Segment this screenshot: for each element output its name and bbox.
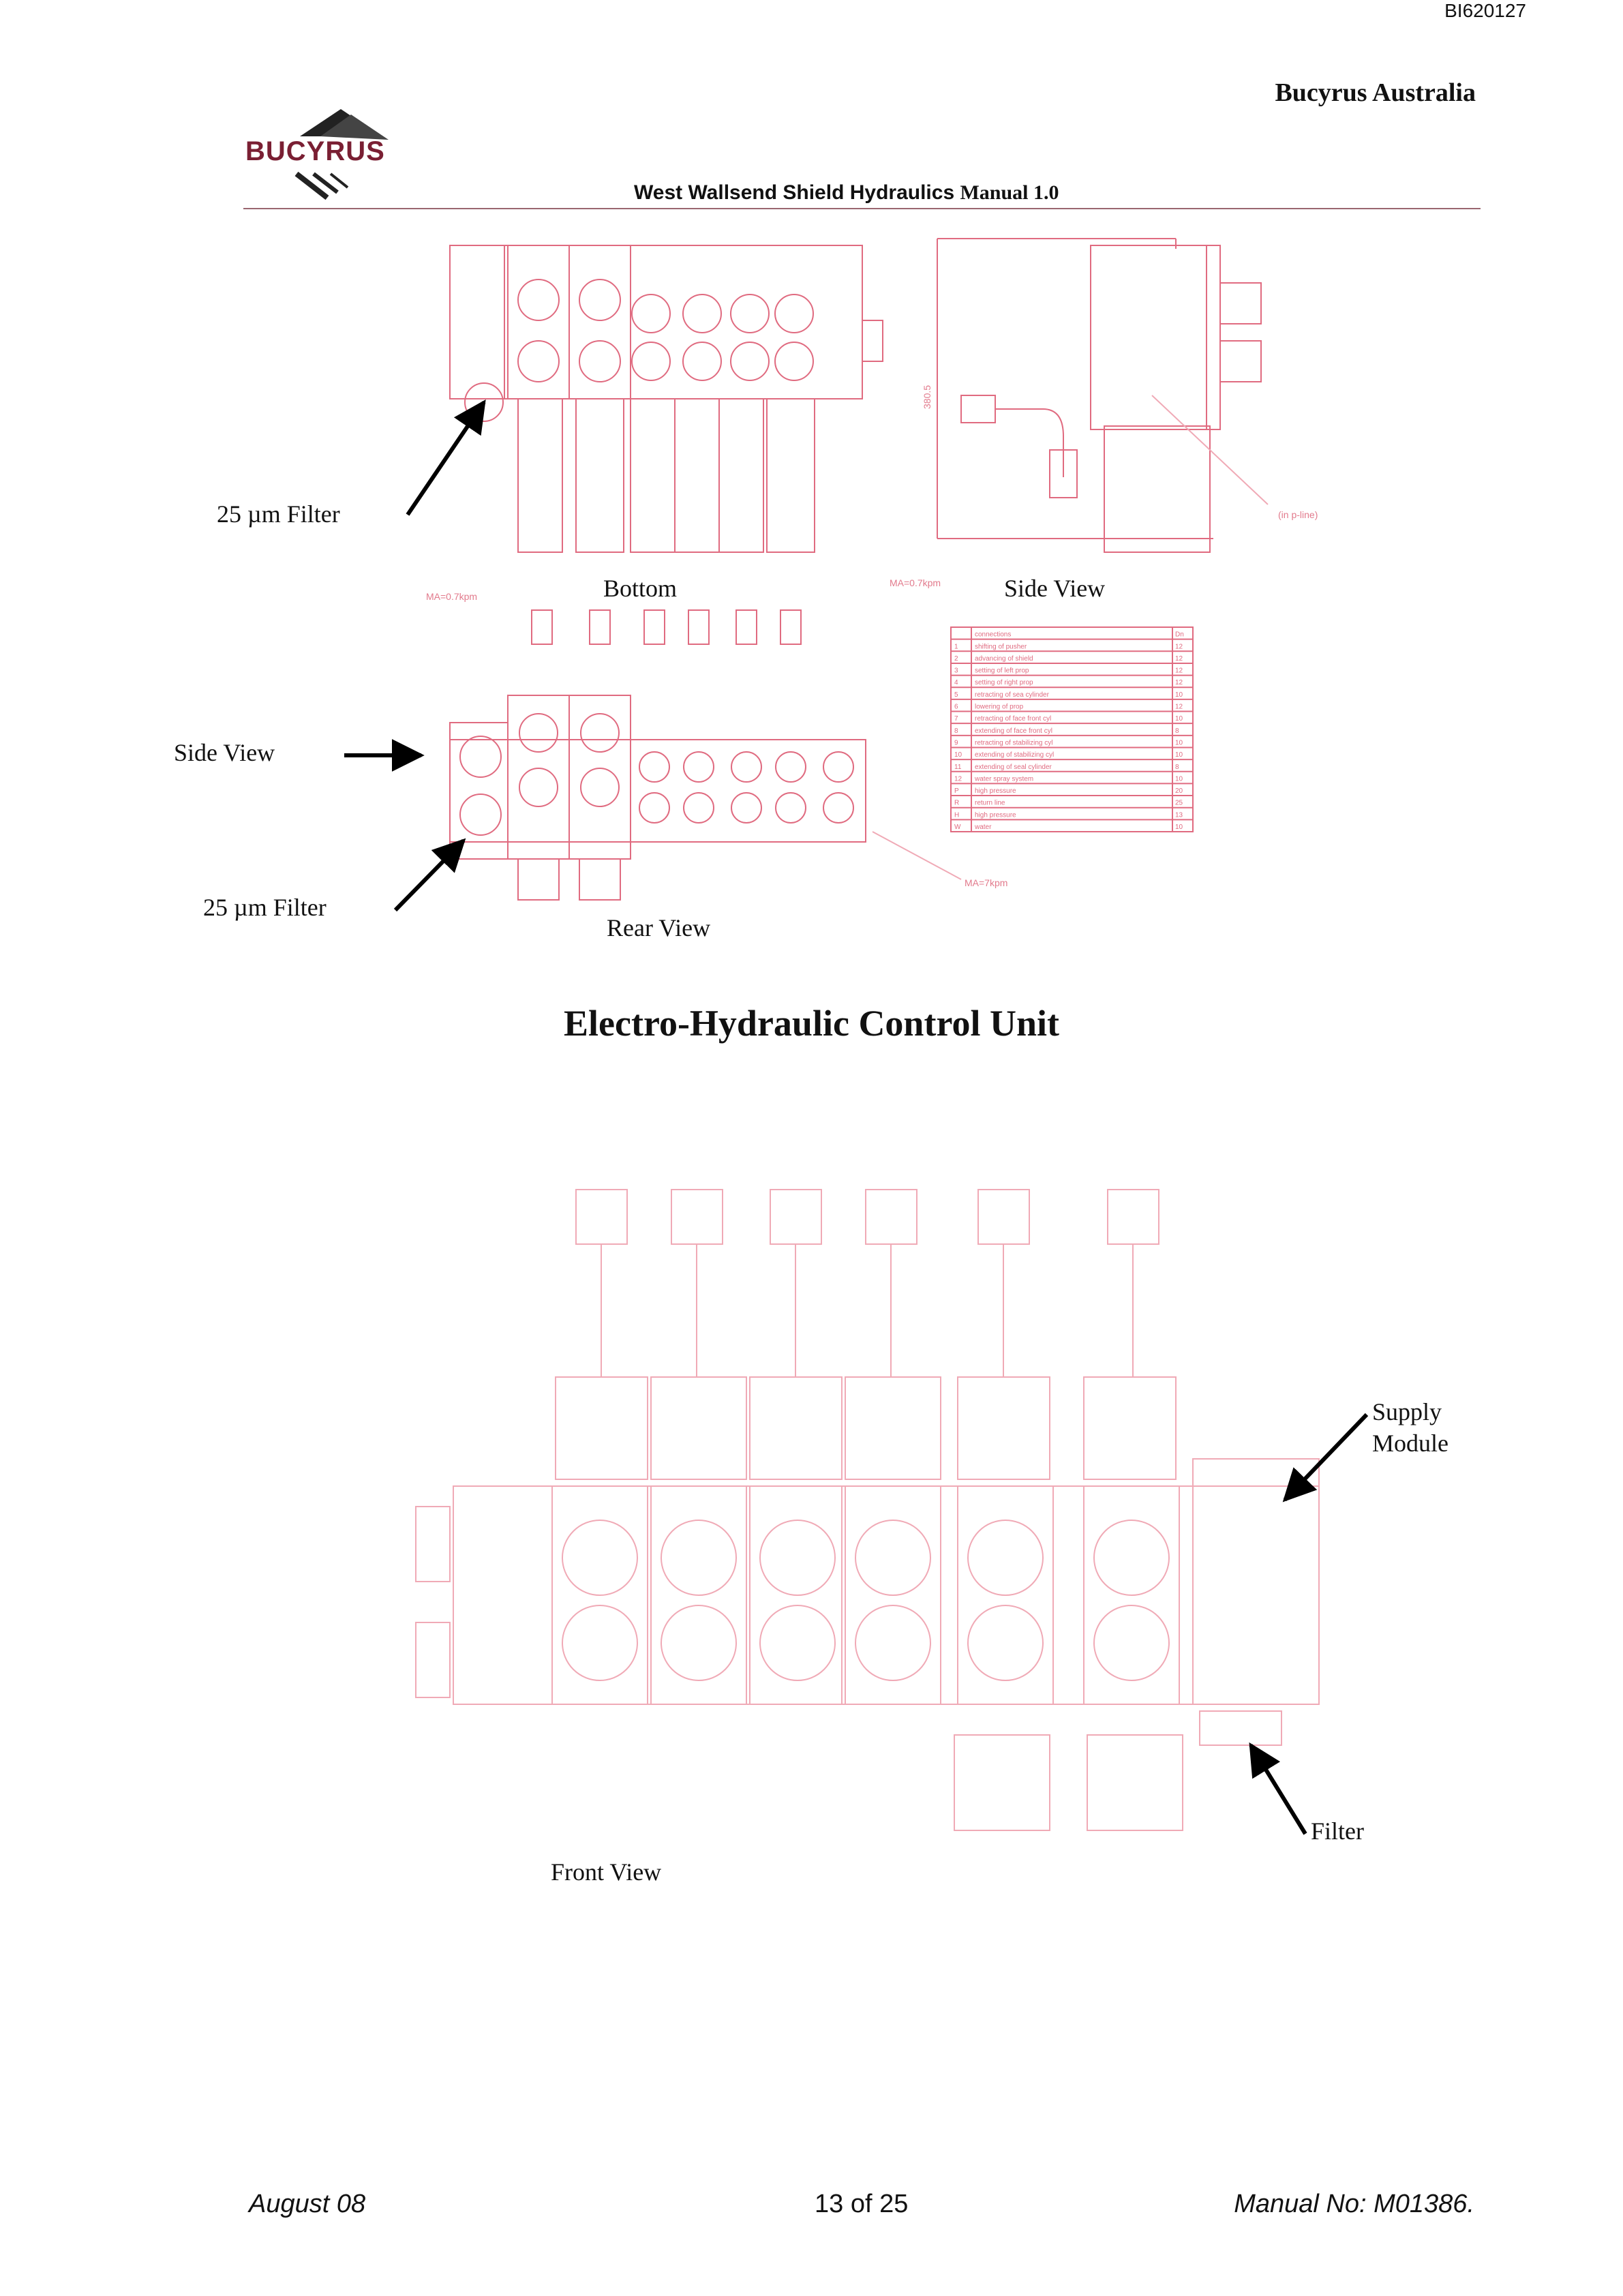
table-cell: 12 xyxy=(1175,655,1183,663)
table-cell: high pressure xyxy=(975,811,1016,819)
table-cell: retracting of sea cylinder xyxy=(975,691,1050,699)
table-cell: 3 xyxy=(954,667,958,675)
table-cell: 10 xyxy=(1175,691,1183,699)
bottom-view-drawing: MA=0.7kpm MA=0.7kpm xyxy=(426,245,941,602)
rear-view-drawing: MA=7kpm xyxy=(449,609,1007,901)
header-rule xyxy=(243,208,1481,209)
footer-page-number: 13 of 25 xyxy=(815,2190,909,2218)
ma-mid-label: MA=0.7kpm xyxy=(890,577,941,588)
table-cell: retracting of face front cyl xyxy=(975,715,1051,723)
table-cell: 1 xyxy=(954,643,958,650)
logo-text: BUCYRUS xyxy=(245,136,385,166)
callout-arrows xyxy=(344,399,1369,1835)
table-cell: 12 xyxy=(1175,679,1183,686)
table-cell: 8 xyxy=(1175,764,1179,771)
table-cell: 11 xyxy=(954,764,962,771)
company-name: Bucyrus Australia xyxy=(1275,78,1476,107)
table-cell: 10 xyxy=(1175,751,1183,759)
table-cell: 25 xyxy=(1175,800,1183,807)
table-cell: 5 xyxy=(954,691,958,699)
bottom-label: Bottom xyxy=(603,575,678,602)
table-cell: shifting of pusher xyxy=(975,643,1027,650)
side-view-drawing: (in p-line) 380.5 xyxy=(922,238,1318,553)
section-title: Electro-Hydraulic Control Unit xyxy=(564,1003,1059,1044)
table-cell: 9 xyxy=(954,739,958,746)
document-id: BI620127 xyxy=(1444,0,1526,21)
table-cell: R xyxy=(954,800,959,807)
manual-title-text: West Wallsend Shield Hydraulics xyxy=(634,181,955,204)
side-view-label-left: Side View xyxy=(174,739,275,766)
rear-view-label: Rear View xyxy=(607,914,711,941)
table-cell: 7 xyxy=(954,715,958,723)
filter-label: Filter xyxy=(1311,1817,1364,1845)
table-cell: 20 xyxy=(1175,787,1183,795)
table-cell: return line xyxy=(975,800,1005,807)
table-cell: water spray system xyxy=(974,775,1033,783)
table-cell: P xyxy=(954,787,959,795)
table-cell: 8 xyxy=(954,727,958,735)
table-cell: Dn xyxy=(1175,631,1184,639)
table-cell: retracting of stabilizing cyl xyxy=(975,739,1053,746)
table-cell: H xyxy=(954,811,959,819)
supply-module-label: Supply Module xyxy=(1372,1398,1448,1457)
bucyrus-logo-icon xyxy=(294,109,389,200)
table-cell: extending of stabilizing cyl xyxy=(975,751,1054,759)
table-cell: advancing of shield xyxy=(975,655,1033,663)
footer-manual-number: Manual No: M01386. xyxy=(1234,2190,1474,2218)
table-cell: W xyxy=(954,824,961,831)
table-cell: 8 xyxy=(1175,727,1179,735)
filter-label-top: 25 µm Filter xyxy=(217,500,340,528)
table-cell: 12 xyxy=(954,775,962,783)
table-cell: 10 xyxy=(1175,775,1183,783)
table-cell: 4 xyxy=(954,679,958,686)
table-cell: connections xyxy=(975,631,1011,639)
table-cell: 2 xyxy=(954,655,958,663)
table-cell: 6 xyxy=(954,704,958,711)
table-cell: setting of left prop xyxy=(975,667,1029,675)
side-view-label-right: Side View xyxy=(1004,575,1106,602)
table-cell: extending of seal cylinder xyxy=(975,764,1052,771)
filter-label-bottom: 25 µm Filter xyxy=(203,894,327,921)
manual-title: West Wallsend Shield Hydraulics Manual 1… xyxy=(634,181,1059,205)
dimension-label: 380.5 xyxy=(922,385,932,409)
table-cell: 12 xyxy=(1175,643,1183,650)
ma-rear-label: MA=7kpm xyxy=(965,877,1007,888)
footer-date: August 08 xyxy=(249,2190,366,2218)
ma-left-label: MA=0.7kpm xyxy=(426,591,477,602)
table-cell: 12 xyxy=(1175,667,1183,675)
front-view-label: Front View xyxy=(551,1858,662,1886)
table-cell: water xyxy=(974,824,992,831)
in-p-line-label: (in p-line) xyxy=(1278,509,1318,520)
table-cell: 10 xyxy=(1175,739,1183,746)
table-cell: lowering of prop xyxy=(975,704,1024,711)
table-cell: extending of face front cyl xyxy=(975,727,1052,735)
manual-version: Manual 1.0 xyxy=(960,181,1059,204)
table-cell: 10 xyxy=(1175,715,1183,723)
table-cell: setting of right prop xyxy=(975,679,1033,686)
table-cell: 10 xyxy=(1175,824,1183,831)
front-view-drawing xyxy=(415,1189,1320,1831)
table-cell: high pressure xyxy=(975,787,1016,795)
connection-table: connections Dn 1 shifting of pusher 12 2 advan… xyxy=(950,626,1194,832)
table-cell: 10 xyxy=(954,751,962,759)
table-cell: 12 xyxy=(1175,704,1183,711)
table-cell: 13 xyxy=(1175,811,1183,819)
